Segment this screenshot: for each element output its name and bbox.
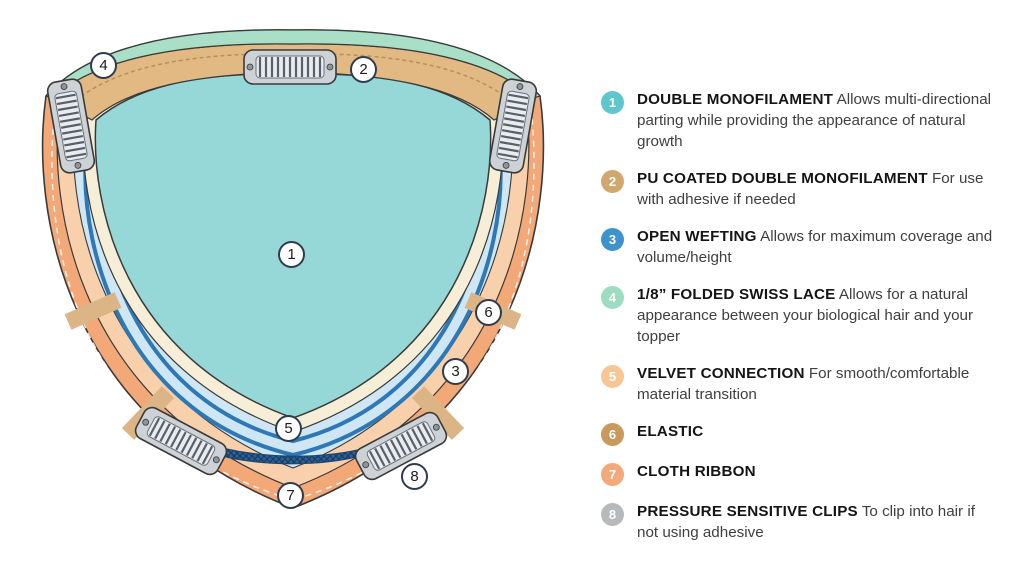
legend-item-velvet: 5 VELVET CONNECTION For smooth/comfortab… (601, 364, 1005, 406)
legend-item-swiss-lace: 4 1/8” FOLDED SWISS LACE Allows for a na… (601, 285, 1005, 348)
ribbon-stitching (51, 117, 535, 501)
legend-desc-1: Allows multi-directional parting while p… (637, 91, 992, 150)
legend-title-5: VELVET CONNECTION (637, 364, 805, 382)
support-spokes (64, 292, 522, 440)
legend-item-monofilament: 1 DOUBLE MONOFILAMENT Allows multi-direc… (601, 90, 1005, 153)
legend-badge-4: 4 (601, 285, 624, 309)
legend-desc-3: Allows for maximum coverage and volume/h… (637, 227, 993, 266)
legend-title-1: DOUBLE MONOFILAMENT (637, 91, 834, 108)
callout-monofilament: 1 (278, 241, 305, 268)
legend-text-4: 1/8” FOLDED SWISS LACE Allows for a natu… (637, 285, 993, 348)
legend-item-elastic: 6 ELASTIC (601, 422, 1005, 446)
legend-desc-8: To clip into hair if not using adhesive (637, 502, 975, 541)
legend-title-2: PU COATED DOUBLE MONOFILAMENT (637, 169, 928, 187)
legend: 1 DOUBLE MONOFILAMENT Allows multi-direc… (601, 90, 1005, 560)
legend-desc-4: Allows for a natural appearance between … (637, 285, 974, 345)
legend-text-5: VELVET CONNECTION For smooth/comfortable… (637, 364, 993, 406)
legend-text-3: OPEN WEFTING Allows for maximum coverage… (637, 227, 993, 269)
legend-desc-2: For use with adhesive if needed (637, 169, 984, 208)
legend-text-2: PU COATED DOUBLE MONOFILAMENT For use wi… (637, 169, 993, 211)
callout-ribbon: 7 (277, 482, 304, 509)
legend-title-6: ELASTIC (637, 422, 704, 440)
legend-title-7: CLOTH RIBBON (637, 462, 756, 480)
legend-desc-5: For smooth/comfortable material transiti… (637, 364, 970, 403)
callout-velvet: 5 (275, 415, 302, 442)
callout-clips: 8 (401, 463, 428, 490)
legend-text-7: CLOTH RIBBON (637, 462, 993, 483)
legend-badge-5: 5 (601, 364, 624, 388)
legend-badge-8: 8 (601, 502, 624, 526)
legend-title-3: OPEN WEFTING (637, 227, 757, 245)
legend-badge-2: 2 (601, 169, 624, 193)
legend-item-ribbon: 7 CLOTH RIBBON (601, 462, 1005, 486)
callout-pu-band: 2 (350, 56, 377, 83)
legend-badge-6: 6 (601, 422, 624, 446)
legend-item-clips: 8 PRESSURE SENSITIVE CLIPS To clip into … (601, 502, 1005, 544)
pressure-clip-top-center (242, 48, 338, 86)
legend-item-pu-band: 2 PU COATED DOUBLE MONOFILAMENT For use … (601, 169, 1005, 211)
callout-elastic: 6 (475, 299, 502, 326)
legend-item-wefting: 3 OPEN WEFTING Allows for maximum covera… (601, 227, 1005, 269)
legend-text-6: ELASTIC (637, 422, 993, 443)
legend-text-8: PRESSURE SENSITIVE CLIPS To clip into ha… (637, 502, 993, 544)
callout-wefting: 3 (442, 358, 469, 385)
legend-badge-7: 7 (601, 462, 624, 486)
legend-title-8: PRESSURE SENSITIVE CLIPS (637, 502, 858, 520)
legend-badge-1: 1 (601, 91, 624, 114)
callout-swiss-lace: 4 (90, 52, 117, 79)
legend-title-4: 1/8” FOLDED SWISS LACE (637, 285, 836, 303)
legend-badge-3: 3 (601, 227, 624, 251)
legend-text-1: DOUBLE MONOFILAMENT Allows multi-directi… (637, 90, 993, 153)
